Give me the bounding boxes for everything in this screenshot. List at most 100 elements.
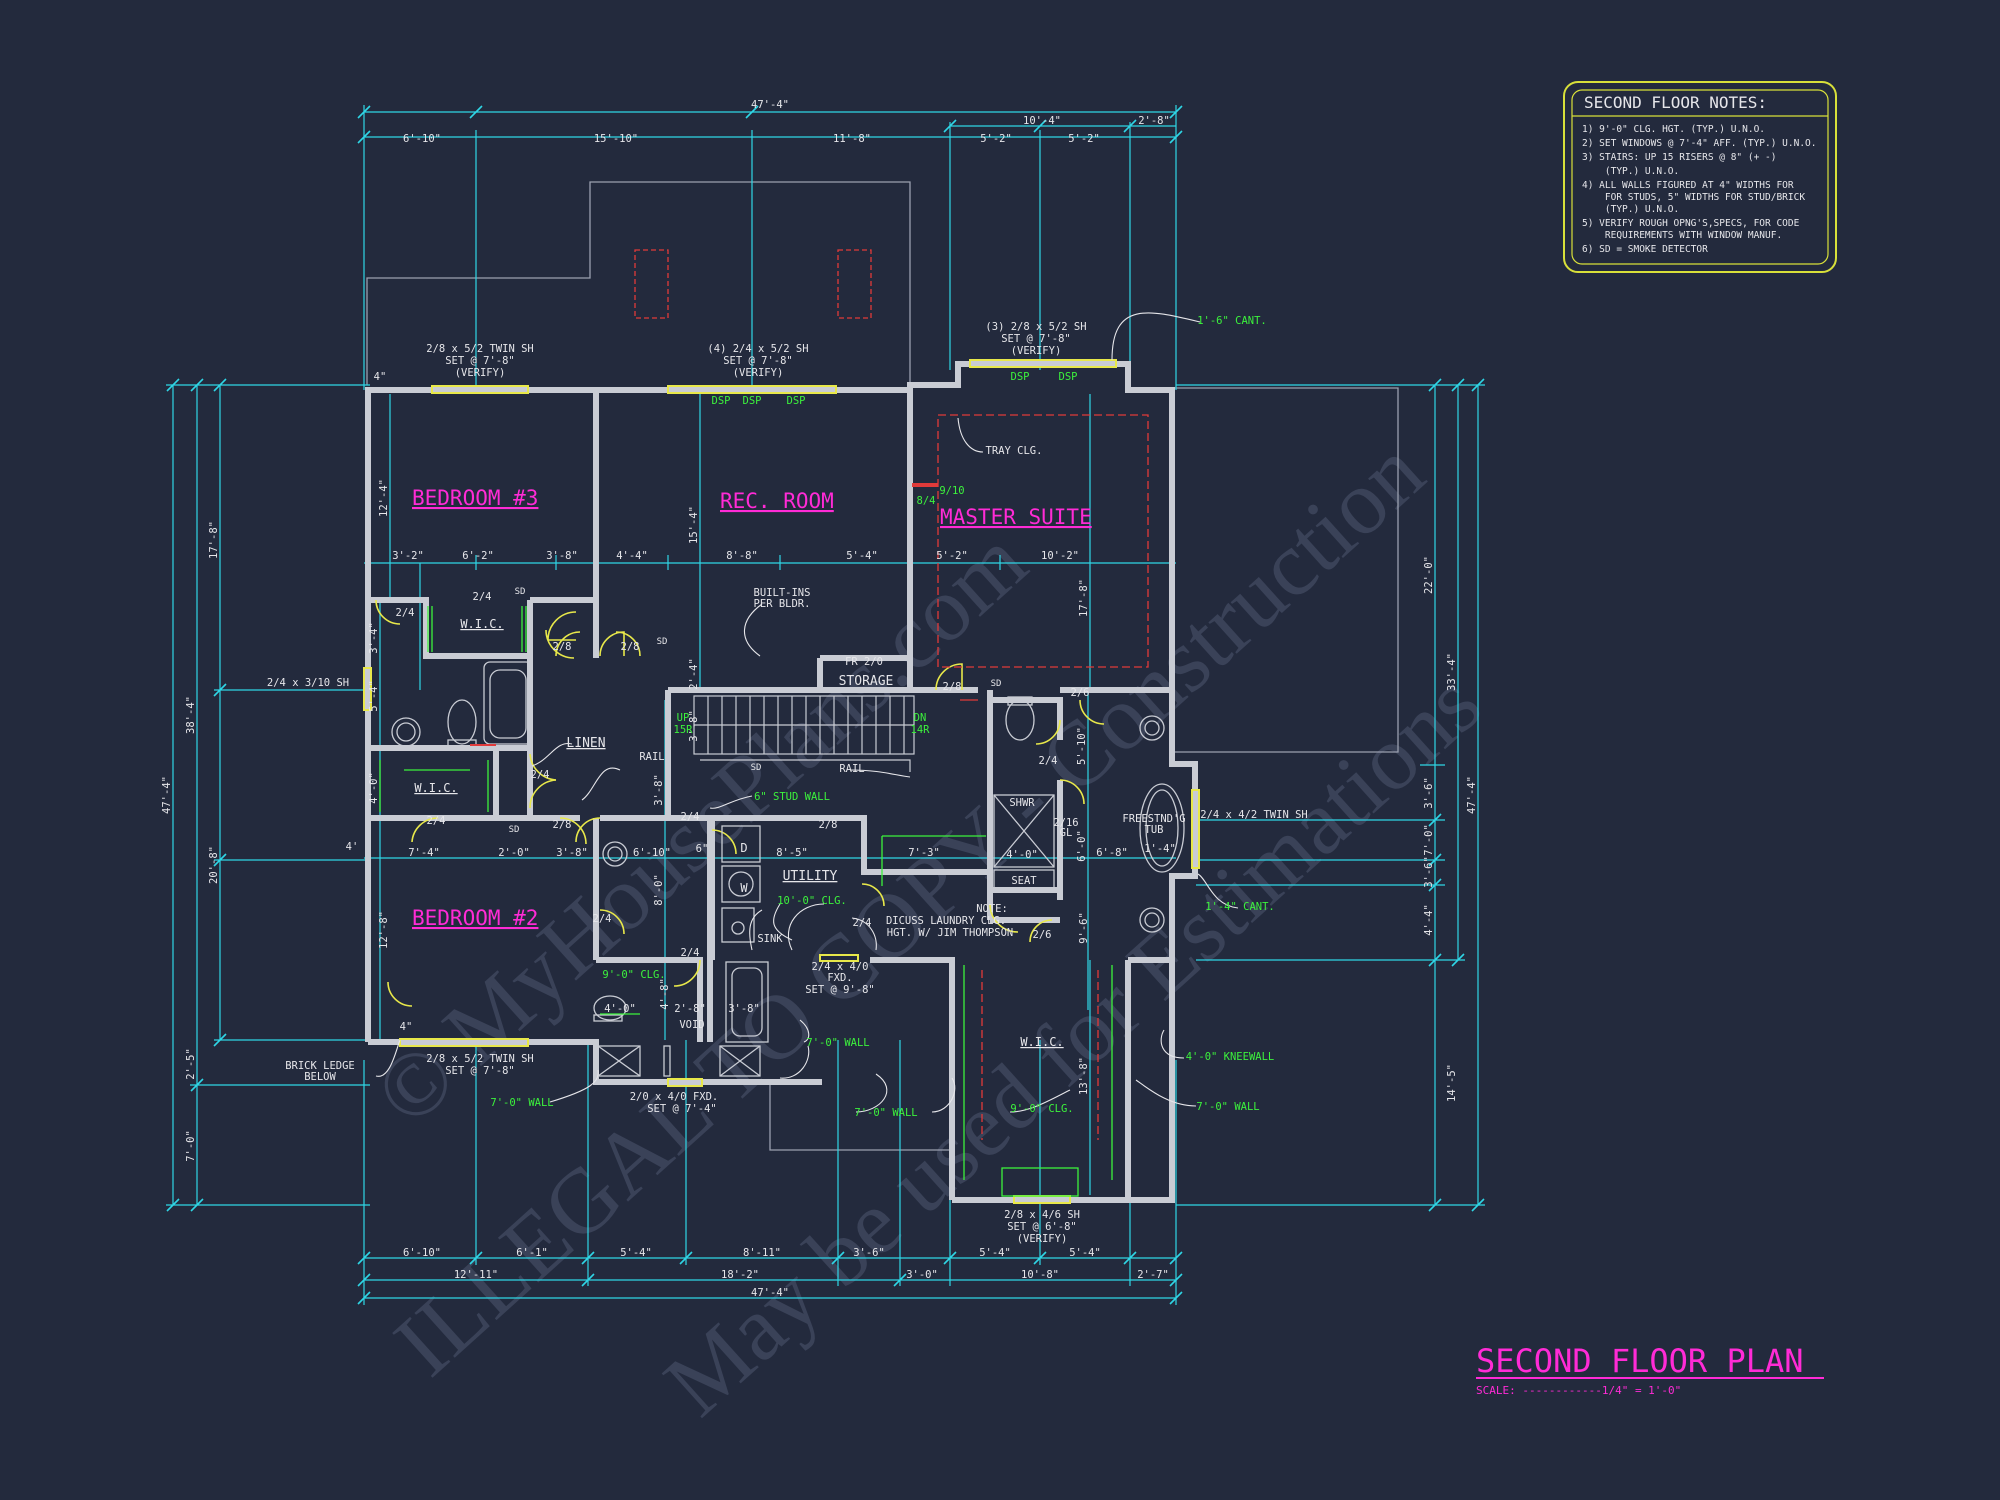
dim-in-n: 2'-0" — [498, 847, 530, 859]
win-master-2: SET @ 7'-8" — [1001, 333, 1071, 345]
shower-label: SHWR — [1009, 797, 1035, 809]
dim-in-c: 3'-8" — [546, 550, 578, 562]
dsp-2: DSP — [743, 395, 762, 407]
roof-outline — [366, 181, 1399, 1151]
dim-in-y: 3'-8" — [653, 774, 665, 806]
dim-in-o: 3'-8" — [556, 847, 588, 859]
dim-left-e: 7'-0" — [185, 1130, 197, 1162]
door-24-g: 2/4 — [681, 947, 700, 959]
win-b2-1: 2/8 x 5/2 TWIN SH — [426, 1053, 533, 1065]
note-line-3: 3) STAIRS: UP 15 RISERS @ 8" (+ -) — [1582, 152, 1776, 163]
wall-7-b: 7'-0" WALL — [490, 1097, 553, 1109]
door-24-a: 2/4 — [473, 591, 492, 603]
dim-right-c: 3'-6" — [1423, 777, 1435, 809]
up-15: 15R — [674, 724, 694, 736]
dim-right-g: 14'-5" — [1446, 1064, 1458, 1102]
tub-label-2: TUB — [1145, 824, 1164, 836]
win-wic-1: 2/8 x 4/6 SH — [1004, 1209, 1080, 1221]
dimension-text: 47'-4" 6'-10" 15'-10" 11'-8" 10'-4" 2'-8… — [161, 99, 1478, 1299]
dim-right-b: 22'-0" — [1423, 556, 1435, 594]
door-24-b: 2/4 — [396, 607, 415, 619]
door-28-c: 2/8 — [943, 681, 962, 693]
door-24-d: 2/4 — [427, 815, 446, 827]
void-label: VOID — [679, 1019, 704, 1031]
gl-label: GL — [1060, 827, 1073, 839]
dim-in-ah: 4'-8" — [659, 978, 671, 1010]
doors — [375, 599, 1105, 1007]
door-216: 2/16 — [1053, 817, 1078, 829]
note-line-8: 5) VERIFY ROUGH OPNG'S,SPECS, FOR CODE — [1582, 218, 1800, 229]
room-master-suite: MASTER SUITE — [940, 505, 1092, 529]
dim-in-z: 4'-0" — [368, 772, 380, 804]
dimension-ticks — [166, 105, 1485, 1305]
sink-label: SINK — [757, 933, 783, 945]
win-wic-2: SET @ 6'-8" — [1007, 1221, 1077, 1233]
dim-in-ag: 3'-8" — [728, 1003, 760, 1015]
dimension-lines — [166, 105, 1485, 1305]
win-b3-3: (VERIFY) — [455, 367, 506, 379]
washer-label: W — [740, 881, 748, 895]
win-side-label: 2/4 x 3/10 SH — [267, 677, 349, 689]
dim-in-k: 17'-8" — [1078, 579, 1090, 617]
fxd-window-3: SET @ 9'-8" — [805, 984, 875, 996]
door-28-a: 2/8 — [553, 641, 572, 653]
utility-label: UTILITY — [783, 869, 838, 884]
note-line-6: FOR STUDS, 5" WIDTHS FOR STUD/BRICK — [1582, 192, 1805, 203]
dim-right-d: 7'-0" — [1423, 824, 1435, 856]
seat-label: SEAT — [1011, 875, 1037, 887]
dim-in-al: 6" — [696, 843, 709, 855]
windows — [363, 359, 1200, 1204]
dim-bot-a: 6'-10" — [403, 1247, 441, 1259]
builtins-2: PER BLDR. — [754, 598, 811, 610]
sd-1: SD — [515, 587, 526, 597]
up-label: UP — [677, 712, 690, 724]
dsp-1: DSP — [712, 395, 731, 407]
dim-in-b: 6'-2" — [462, 550, 494, 562]
dim-in-q: 8'-5" — [776, 847, 808, 859]
dim-in-e: 8'-8" — [726, 550, 758, 562]
note-line-4: (TYP.) U.N.O. — [1582, 166, 1679, 177]
stair — [693, 695, 915, 772]
dim-top-f: 5'-2" — [980, 133, 1012, 145]
dim-in-x: 8'-0" — [653, 874, 665, 906]
note-line-9: REQUIREMENTS WITH WINDOW MANUF. — [1582, 230, 1782, 241]
room-bedroom-2: BEDROOM #2 — [412, 906, 538, 930]
dim-left-d: 2'-5" — [185, 1048, 197, 1080]
tray-ceiling: TRAY CLG. — [986, 445, 1043, 457]
stud-wall: 6" STUD WALL — [754, 791, 830, 803]
dn-label: DN — [914, 712, 927, 724]
label-9-10: 9/10 — [939, 485, 964, 497]
win-master-3: (VERIFY) — [1011, 345, 1062, 357]
dim-1-4: 1'-4" — [1144, 843, 1176, 855]
dim-in-h: 10'-2" — [1041, 550, 1079, 562]
dim-in-ab: 5'-4" — [368, 680, 380, 712]
dim-top-g: 5'-2" — [1068, 133, 1100, 145]
dim-bot-b: 6'-1" — [516, 1247, 548, 1259]
win-fxd-2: SET @ 7'-4" — [647, 1103, 717, 1115]
dim-right-e: 3'-6" — [1423, 856, 1435, 888]
dn-14: 14R — [911, 724, 931, 736]
room-bedroom-3: BEDROOM #3 — [412, 486, 538, 510]
bath-ceiling: 9'-0" CLG. — [602, 969, 665, 981]
dim-left-a: 38'-4" — [185, 696, 197, 734]
fxd-window-2: FXD. — [827, 972, 852, 984]
fr-2-0: FR 2/0 — [845, 656, 883, 668]
win-rec-2: SET @ 7'-8" — [723, 355, 793, 367]
walls — [365, 361, 1198, 1203]
dim-bot2-c: 3'-0" — [906, 1269, 938, 1281]
win-master-1: (3) 2/8 x 5/2 SH — [985, 321, 1086, 333]
dim-top-d: 10'-4" — [1023, 115, 1061, 127]
note-line-1: 1) 9'-0" CLG. HGT. (TYP.) U.N.O. — [1582, 124, 1765, 135]
green-notes: 1'-6" CANT. 6" STUD WALL UP 15R DN 14R 1… — [490, 315, 1274, 1119]
dim-top-a: 6'-10" — [403, 133, 441, 145]
dim-in-i: 12'-4" — [378, 479, 390, 517]
dim-in-j: 15'-4" — [688, 506, 700, 544]
dim-top-overall: 47'-4" — [751, 99, 789, 111]
wic-label-1: W.I.C. — [460, 617, 503, 631]
dim-in-s: 6'-8" — [1096, 847, 1128, 859]
dim-top-b: 15'-10" — [594, 133, 638, 145]
notes-box: SECOND FLOOR NOTES: 1) 9'-0" CLG. HGT. (… — [1563, 81, 1837, 273]
dim-in-ak: 4" — [400, 1021, 413, 1033]
dim-bot-d: 8'-11" — [743, 1247, 781, 1259]
